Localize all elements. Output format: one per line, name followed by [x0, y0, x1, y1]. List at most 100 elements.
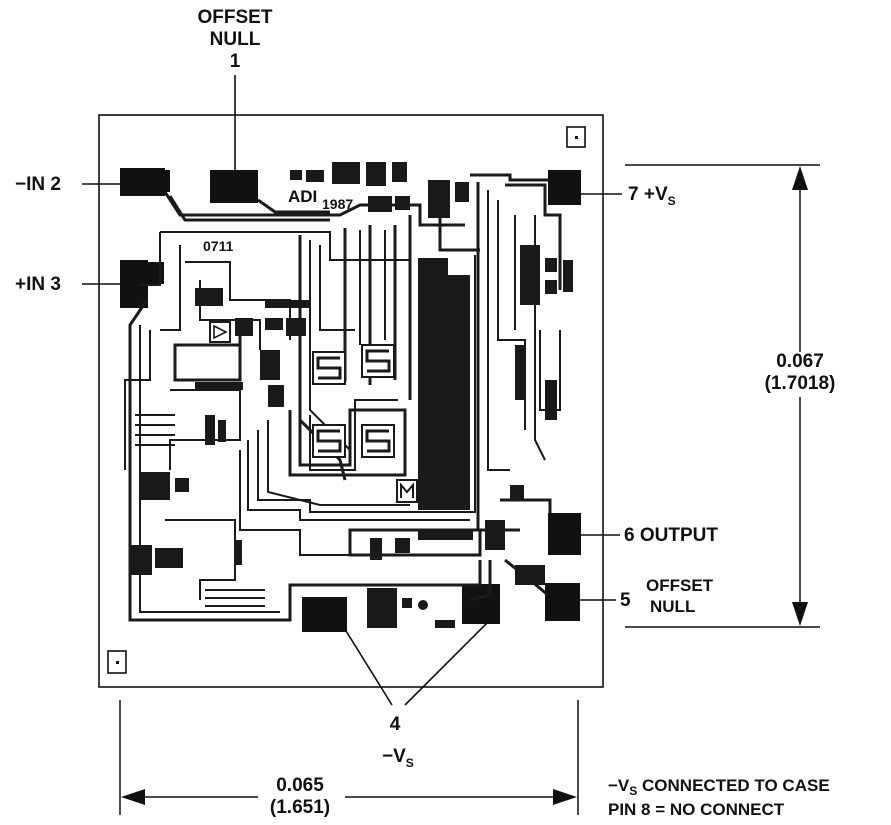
pin-4-name: −VS: [382, 746, 414, 770]
metal-bottom-2: [402, 598, 412, 608]
central-metal-block: [418, 275, 470, 510]
metal-left-10: [175, 478, 189, 492]
pin-4-number: 4: [390, 714, 401, 735]
trace-8: [124, 330, 151, 470]
transistor-ring-2: [309, 399, 398, 471]
triangle-marker: [213, 324, 228, 340]
pad-vs-minus-left: [302, 597, 347, 632]
die-year: 1987: [322, 196, 353, 212]
pin-1-line2: NULL: [210, 29, 261, 50]
width-mm: (1.651): [270, 797, 330, 818]
trace-right-5: [505, 183, 562, 290]
metal-top-7: [395, 196, 410, 210]
note-case-connection: −VS CONNECTED TO CASE: [608, 776, 830, 798]
metal-left-14: [260, 350, 280, 380]
metal-left-12: [155, 548, 183, 568]
trace-3: [257, 198, 330, 214]
trace-right-9: [500, 498, 552, 513]
transistor-s-3: [316, 429, 342, 453]
metal-top-3: [392, 162, 407, 182]
trace-2: [168, 195, 330, 222]
metal-bottom-3: [435, 620, 455, 628]
metal-left-5: [265, 300, 309, 308]
pin-4-lead-left: [337, 617, 393, 706]
height-arrow-up: [792, 166, 808, 190]
trace-27: [438, 195, 480, 252]
trace-bottom-1: [348, 528, 482, 557]
pin-5-line1: OFFSET: [646, 576, 714, 595]
pin-3-label: +IN 3: [15, 274, 124, 295]
pin-5-line2: NULL: [650, 597, 695, 616]
trace-10: [185, 261, 291, 340]
pin-2-text: −IN 2: [15, 174, 61, 195]
metal-left-13: [236, 540, 242, 565]
metal-bottom-6: [418, 530, 473, 540]
metal-left-7: [205, 415, 215, 445]
metal-left-15: [268, 385, 284, 407]
metal-left-1: [195, 288, 223, 306]
metal-right-3: [545, 280, 557, 294]
pin-1-number: 1: [230, 51, 241, 72]
metal-right-9: [515, 565, 545, 585]
metal-left-4: [286, 318, 306, 336]
pin-7-text: 7 +VS: [628, 184, 676, 208]
trace-9: [160, 245, 181, 331]
metal-bottom-dot: [418, 600, 428, 610]
die: ADI 1987 0711: [98, 114, 604, 688]
pad-offset-null-5: [545, 583, 580, 621]
trace-14: [239, 450, 360, 556]
alignment-mark-top-right-dot: [575, 136, 578, 139]
metal-right-1: [520, 245, 540, 305]
trace-right-1: [470, 173, 548, 182]
central-metal-tab: [418, 258, 448, 278]
pin-5-label: 5 OFFSET NULL: [575, 576, 714, 616]
metal-top-9: [455, 182, 469, 202]
metal-right-2: [545, 258, 557, 272]
trace-1: [163, 191, 465, 227]
trace-20: [319, 245, 355, 331]
pin-4-lead-right: [404, 611, 499, 706]
trace-6: [128, 299, 482, 622]
pad-vs-plus: [548, 170, 581, 205]
trace-16: [257, 255, 476, 513]
metal-left-9: [140, 472, 170, 500]
pin-5-number: 5: [620, 590, 631, 611]
pin-6-text: 6 OUTPUT: [624, 525, 718, 546]
transistor-s-1: [316, 356, 342, 380]
trace-17: [267, 420, 410, 506]
pin-3-text: +IN 3: [15, 274, 61, 295]
trace-15: [247, 440, 470, 521]
trace-right-11: [469, 560, 492, 602]
trace-5: [140, 232, 161, 286]
metal-right-8: [485, 520, 505, 550]
pin-4-label: 4 −VS: [337, 611, 499, 770]
width-inches: 0.065: [276, 775, 324, 796]
metal-left-11: [130, 545, 152, 575]
metal-right-5: [515, 345, 525, 400]
pin-1-label: OFFSET NULL 1: [198, 7, 273, 172]
transistor-ring-1: [288, 408, 407, 477]
pin-7-label: 7 +VS: [576, 184, 676, 208]
trace-right-3: [487, 190, 510, 471]
pin-6-label: 6 OUTPUT: [576, 525, 718, 546]
metal-bottom-1: [367, 588, 397, 628]
alignment-mark-bottom-left-dot: [116, 661, 119, 664]
metal-left-6: [195, 382, 243, 390]
metal-right-7: [510, 485, 524, 499]
note-pin8: PIN 8 = NO CONNECT: [608, 800, 785, 819]
width-dimension: 0.065 (1.651): [119, 700, 579, 818]
pad-in-minus-tab: [160, 170, 170, 192]
height-inches: 0.067: [776, 351, 824, 372]
trace-12: [173, 330, 242, 382]
pin-2-label: −IN 2: [15, 174, 124, 195]
metal-bottom-5: [395, 538, 410, 553]
metal-right-4: [563, 260, 573, 292]
height-arrow-down: [792, 602, 808, 626]
metal-top-2: [366, 162, 386, 186]
metal-bottom-4: [370, 538, 382, 560]
metal-top-5: [306, 170, 324, 182]
width-arrow-left: [121, 789, 145, 805]
trace-left-stripes-2: [205, 589, 265, 607]
pad-vs-minus-right: [462, 584, 500, 624]
die-part-number: 0711: [203, 238, 234, 254]
